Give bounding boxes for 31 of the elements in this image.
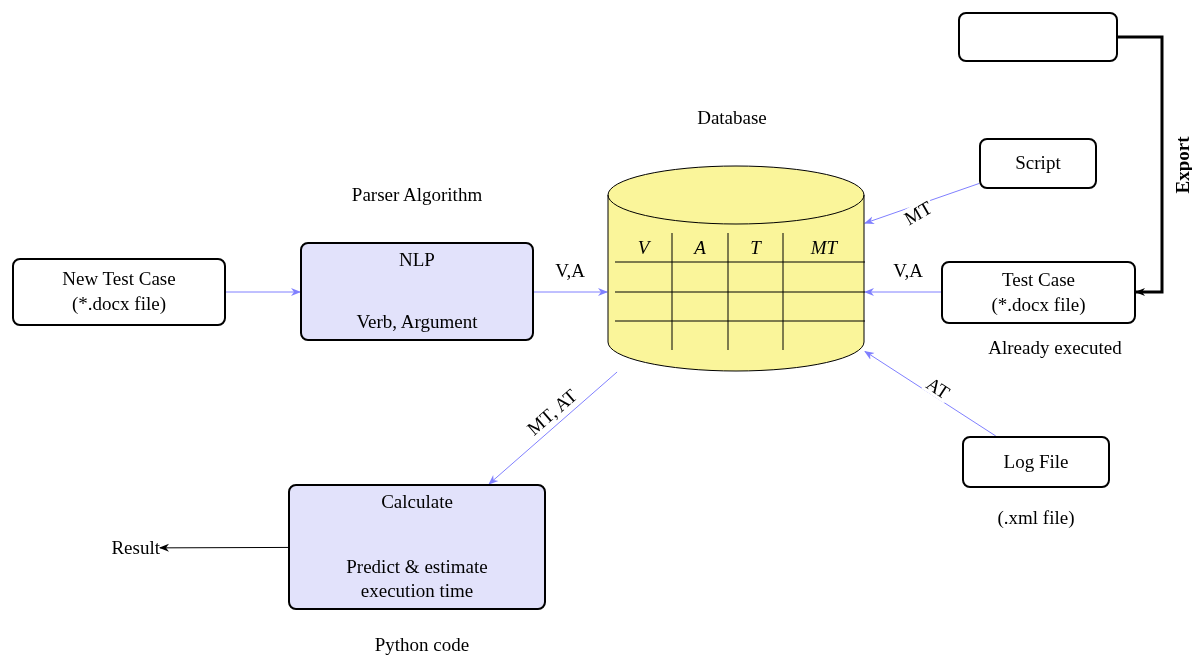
- process-box: [300, 242, 534, 341]
- box-title: NLP: [399, 248, 435, 272]
- arrow: [864, 288, 942, 296]
- empty-box: [958, 12, 1118, 62]
- table-header-cell-text: MT: [809, 238, 839, 257]
- input-box: [979, 138, 1097, 189]
- node-label: Already executed: [988, 338, 1122, 357]
- input-box: [941, 261, 1136, 324]
- table-header-cell-text: T: [749, 238, 763, 257]
- arrow: [533, 288, 608, 296]
- arrow: [159, 543, 289, 552]
- node-label: Database: [697, 108, 767, 127]
- input-box: [12, 258, 226, 326]
- arrow: [1118, 35, 1164, 296]
- box-title: Log File: [1003, 449, 1069, 474]
- box-title: Test Case (*.docx file): [990, 267, 1087, 317]
- box-title: New Test Case (*.docx file): [61, 267, 177, 316]
- box-title: Script: [1015, 151, 1061, 176]
- input-box: [962, 436, 1110, 488]
- arrow: [225, 288, 301, 296]
- box-text: Verb, Argument: [356, 310, 478, 335]
- node-label: Parser Algorithm: [351, 185, 483, 204]
- arrow: [488, 371, 618, 485]
- node-label: Python code: [374, 635, 470, 654]
- result-text: Result: [80, 535, 160, 561]
- table-header-cell-text: V: [636, 238, 652, 257]
- box-text: Predict & estimate execution time: [345, 554, 489, 604]
- box-title: Calculate: [381, 490, 453, 514]
- table-header-cell-text: A: [692, 238, 707, 257]
- process-box: [288, 484, 546, 610]
- node-label: (.xml file): [997, 508, 1075, 527]
